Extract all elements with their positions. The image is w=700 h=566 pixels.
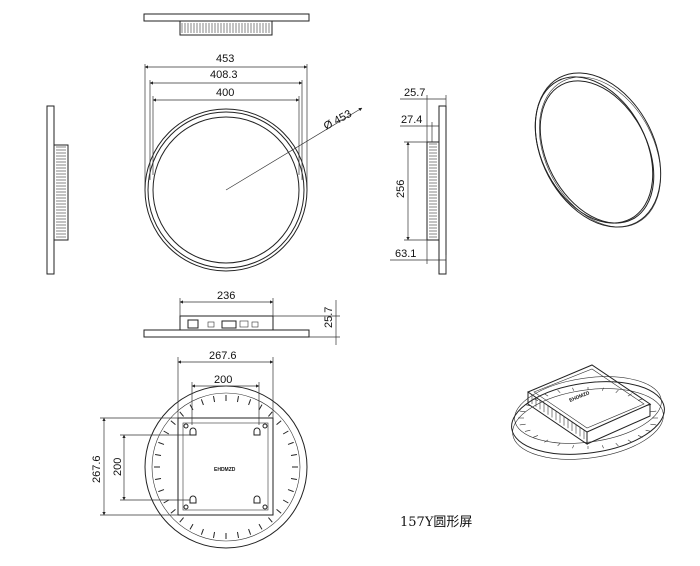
rear-dim-v-200: 200	[112, 458, 124, 476]
drawing-line	[268, 411, 273, 417]
drawing-line	[524, 429, 531, 432]
bottom-edge-view: 236 25.7	[143, 290, 340, 345]
drawing-line	[524, 404, 531, 407]
rear-dim-h-267-6: 267.6	[209, 350, 237, 362]
drawing-line	[155, 477, 162, 480]
drawing-line	[290, 477, 297, 480]
drawing-line	[601, 387, 604, 391]
drawing-line	[287, 489, 294, 493]
drawing-line	[557, 443, 561, 447]
drawing-line	[179, 411, 184, 417]
bottom-dim-236: 236	[217, 290, 235, 302]
rear-view: EHDMZD 267.6 200 267.6 200	[91, 350, 308, 549]
drawing-line	[213, 396, 216, 403]
front-dim-408-3: 408.3	[210, 69, 238, 81]
drawing-line	[519, 423, 526, 426]
drawing-line	[276, 509, 282, 514]
drawing-line	[189, 523, 194, 530]
drawing-line	[615, 389, 619, 393]
side-dim-256: 256	[395, 180, 407, 198]
drawing-line	[627, 439, 632, 443]
drawing-line	[200, 528, 204, 535]
drawing-line	[248, 399, 252, 406]
drawing-line	[236, 531, 239, 538]
drawing-line	[258, 523, 263, 530]
drawing-line	[236, 396, 239, 403]
drawing-line	[601, 445, 604, 449]
drawing-line	[170, 420, 176, 425]
drawing-line	[519, 410, 526, 413]
drawing-line	[276, 420, 282, 425]
iso-front-view	[534, 72, 662, 228]
bottom-dim-25-7: 25.7	[323, 307, 335, 328]
drawing-line	[627, 393, 632, 397]
drawing-line	[170, 509, 176, 514]
drawing-caption: 157Y圆形屏	[400, 515, 472, 530]
right-side-view: 25.7 27.4 256 63.1	[390, 87, 447, 275]
drawing-line	[213, 531, 216, 538]
drawing-line	[290, 454, 297, 457]
drawing-line	[258, 404, 263, 411]
drawing-line	[533, 398, 539, 401]
drawing-line	[179, 517, 184, 523]
drawing-line	[650, 410, 657, 413]
drawing-line	[158, 441, 165, 445]
drawing-line	[268, 517, 273, 523]
drawing-line	[282, 430, 289, 435]
drawing-line	[200, 399, 204, 406]
left-side-view	[46, 105, 69, 275]
side-dim-27-4: 27.4	[401, 114, 422, 126]
drawing-line	[544, 439, 549, 443]
drawing-line	[615, 443, 619, 447]
drawing-line	[163, 499, 170, 504]
drawing-line	[572, 445, 575, 449]
front-dim-453: 453	[216, 53, 234, 65]
drawing-line	[650, 423, 657, 426]
side-dim-25-7: 25.7	[404, 87, 425, 99]
side-dim-63-1: 63.1	[395, 248, 416, 260]
drawing-line	[158, 489, 165, 493]
drawing-line	[282, 499, 289, 504]
drawing-line	[155, 454, 162, 457]
drawing-line	[248, 528, 252, 535]
drawing-line	[287, 441, 294, 445]
drawing-line	[189, 404, 194, 411]
drawing-line	[557, 389, 561, 393]
drawing-line	[544, 393, 549, 397]
top-edge-view	[143, 13, 310, 36]
drawing-line	[163, 430, 170, 435]
iso-rear-view: EHDMZD	[511, 364, 665, 460]
front-view: Ø 453 453 408.3 400	[144, 53, 363, 272]
rear-dim-v-267-6: 267.6	[91, 455, 103, 483]
drawing-line	[637, 435, 643, 438]
drawing-line	[533, 435, 539, 438]
front-diameter-label: Ø 453	[322, 108, 354, 133]
front-dim-400: 400	[216, 87, 234, 99]
drawing-line	[645, 429, 652, 432]
rear-dim-h-200: 200	[214, 374, 232, 386]
rear-brand-label: EHDMZD	[214, 467, 236, 473]
drawing-line	[572, 387, 575, 391]
